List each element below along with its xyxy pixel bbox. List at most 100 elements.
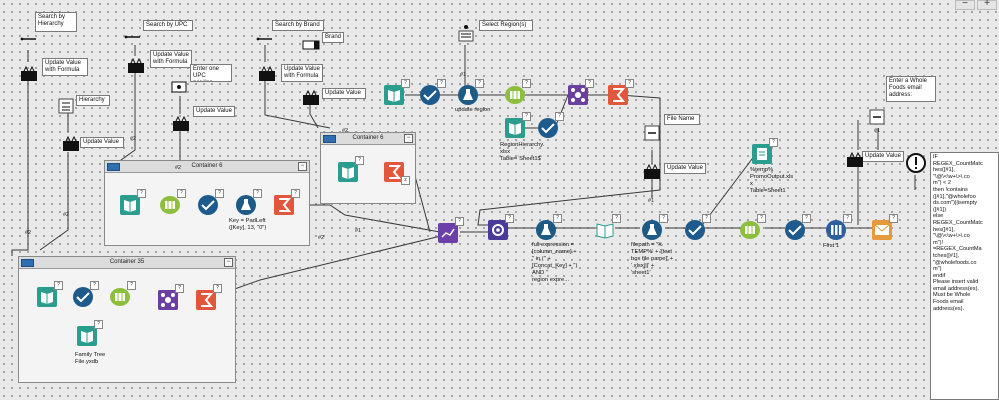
update-value-icon[interactable] bbox=[300, 86, 322, 108]
comment-update-value-1[interactable]: Update Value bbox=[80, 137, 124, 148]
text-box-icon[interactable] bbox=[641, 122, 663, 144]
update-value-icon[interactable] bbox=[641, 160, 663, 182]
comment-update-value-4[interactable]: Update Value bbox=[664, 163, 706, 174]
output-data-icon[interactable] bbox=[752, 144, 772, 164]
select-icon[interactable] bbox=[420, 85, 440, 105]
container-35[interactable]: Container 35− bbox=[18, 256, 236, 383]
conn-label: #2 bbox=[130, 136, 137, 142]
input-data-icon[interactable] bbox=[505, 118, 525, 138]
container-title: Container 6 bbox=[191, 163, 223, 169]
collapse-button[interactable]: − bbox=[404, 134, 413, 143]
join-multiple-icon[interactable] bbox=[568, 85, 588, 105]
minimize-button[interactable]: − bbox=[955, 0, 975, 10]
input-data-icon[interactable] bbox=[384, 85, 404, 105]
conn-label: #1 bbox=[355, 228, 362, 234]
formula-icon[interactable] bbox=[458, 85, 478, 105]
update-value-icon[interactable] bbox=[18, 62, 40, 84]
formula-icon[interactable] bbox=[536, 220, 556, 240]
error-message-icon[interactable] bbox=[905, 152, 927, 174]
list-box-icon[interactable] bbox=[455, 22, 477, 44]
label-filepath: filepath = '% TEMP%' + '[text box file n… bbox=[631, 242, 674, 276]
select-icon[interactable] bbox=[685, 220, 705, 240]
formula-icon[interactable] bbox=[642, 220, 662, 240]
summarize-icon[interactable] bbox=[196, 290, 216, 310]
badge: ? bbox=[889, 214, 898, 223]
container-header[interactable]: Container 6− bbox=[321, 133, 415, 145]
badge: ? bbox=[355, 156, 364, 165]
comment-search-upc[interactable]: Search by UPC bbox=[143, 20, 193, 31]
tree-icon[interactable] bbox=[55, 95, 77, 117]
select-icon[interactable] bbox=[73, 287, 93, 307]
collapse-button[interactable]: − bbox=[298, 162, 307, 171]
comment-search-hierarchy[interactable]: Search by Hierarchy bbox=[35, 12, 77, 32]
text-box-icon[interactable] bbox=[254, 28, 276, 50]
badge: ? bbox=[291, 189, 300, 198]
comment-enter-upc[interactable]: Enter one UPC per line bbox=[190, 64, 232, 82]
container-header[interactable]: Container 6 − bbox=[105, 161, 309, 173]
text-box-icon[interactable] bbox=[168, 76, 190, 98]
badge: ? bbox=[401, 79, 410, 88]
formula-icon[interactable] bbox=[236, 195, 256, 215]
comment-enter-email[interactable]: Enter a Whole Foods email address: bbox=[886, 76, 936, 102]
label-region-hierarchy: RegionHierarchy. xlsx Table=`Sheet1$` bbox=[500, 142, 545, 162]
update-value-icon[interactable] bbox=[125, 54, 147, 76]
add-button[interactable]: + bbox=[977, 0, 997, 10]
input-data-icon[interactable] bbox=[338, 162, 358, 182]
append-fields-icon[interactable] bbox=[438, 223, 458, 243]
badge: ? bbox=[625, 79, 634, 88]
comment-search-brand[interactable]: Search by Brand bbox=[272, 20, 324, 31]
badge: ? bbox=[455, 217, 464, 226]
comment-file-name[interactable]: File Name bbox=[664, 114, 700, 125]
input-data-icon[interactable] bbox=[77, 326, 97, 346]
dynamic-input-icon[interactable] bbox=[595, 220, 615, 240]
badge: ? bbox=[659, 214, 668, 223]
generate-rows-icon[interactable] bbox=[488, 220, 508, 240]
summarize-icon[interactable] bbox=[274, 195, 294, 215]
badge: ? bbox=[177, 189, 186, 198]
label-family-tree: Family Tree File.yxdb bbox=[75, 352, 106, 365]
select-icon[interactable] bbox=[785, 220, 805, 240]
comment-email-validation[interactable]: IF REGEX_CountMatc hes([#1], "\@\<\w+\>\… bbox=[930, 152, 999, 400]
select-icon[interactable] bbox=[538, 118, 558, 138]
comment-update-formula-1[interactable]: Update Value with Formula bbox=[42, 58, 88, 76]
container-icon bbox=[21, 259, 34, 267]
update-value-icon[interactable] bbox=[60, 132, 82, 154]
collapse-button[interactable]: − bbox=[224, 258, 233, 267]
badge: ? bbox=[522, 112, 531, 121]
badge: ? bbox=[127, 281, 136, 290]
drop-down-icon[interactable] bbox=[300, 34, 322, 56]
text-to-columns-icon[interactable] bbox=[110, 287, 130, 307]
text-to-columns-icon[interactable] bbox=[740, 220, 760, 240]
comment-update-formula-2[interactable]: Update Value with Formula bbox=[150, 50, 192, 68]
input-data-icon[interactable] bbox=[37, 287, 57, 307]
sample-icon[interactable] bbox=[826, 220, 846, 240]
text-box-icon[interactable] bbox=[122, 26, 144, 48]
join-multiple-icon[interactable] bbox=[158, 290, 178, 310]
badge: ? bbox=[213, 284, 222, 293]
select-icon[interactable] bbox=[198, 195, 218, 215]
email-icon[interactable] bbox=[872, 220, 892, 240]
comment-update-value-2[interactable]: Update Value bbox=[193, 106, 235, 117]
comment-update-value-3[interactable]: Update Value bbox=[322, 88, 366, 99]
summarize-icon[interactable] bbox=[608, 85, 628, 105]
comment-select-region[interactable]: Select Region(s) bbox=[479, 20, 533, 31]
label-promo-output: %temp% PromoOutput.xls x Table=Sheet1 bbox=[750, 167, 794, 194]
summarize-icon[interactable] bbox=[384, 162, 404, 182]
text-to-columns-icon[interactable] bbox=[160, 195, 180, 215]
badge: ? bbox=[215, 189, 224, 198]
update-value-icon[interactable] bbox=[844, 148, 866, 170]
comment-update-formula-3[interactable]: Update Value with Formula bbox=[281, 64, 323, 82]
comment-brand[interactable]: Brand bbox=[322, 32, 344, 43]
conn-label: #1 bbox=[460, 72, 467, 78]
comment-hierarchy[interactable]: Hierarchy bbox=[76, 95, 110, 106]
input-data-icon[interactable] bbox=[120, 195, 140, 215]
text-box-icon[interactable] bbox=[866, 106, 888, 128]
text-to-columns-icon[interactable] bbox=[505, 85, 525, 105]
update-value-icon[interactable] bbox=[256, 62, 278, 84]
comment-update-value-5[interactable]: Update Value bbox=[862, 151, 904, 162]
container-header[interactable]: Container 35− bbox=[19, 257, 235, 269]
text-box-icon[interactable] bbox=[18, 28, 40, 50]
conn-label: #1 bbox=[874, 128, 881, 134]
update-value-icon[interactable] bbox=[170, 112, 192, 134]
